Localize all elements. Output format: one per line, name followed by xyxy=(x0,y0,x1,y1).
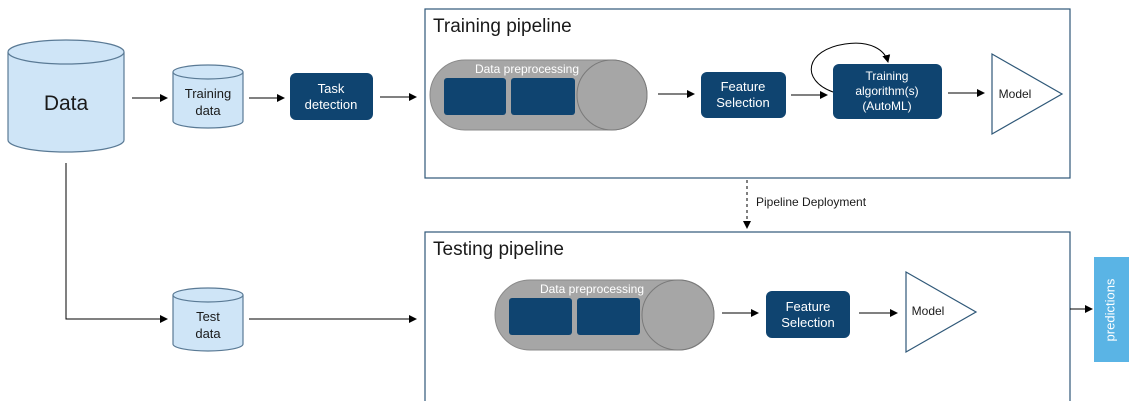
training-preprocessing-step-2 xyxy=(511,78,575,115)
training-preprocessing-capsule: Data preprocessing xyxy=(429,59,648,131)
training-data-label-line2: data xyxy=(195,103,221,118)
testing-feature-selection-line1: Feature xyxy=(786,299,831,314)
test-data-cylinder: Test data xyxy=(172,287,244,352)
predictions-box: predictions xyxy=(1094,257,1129,362)
testing-preprocessing-step-2 xyxy=(577,298,640,335)
task-detection-box: Task detection xyxy=(290,73,373,120)
training-model-label: Model xyxy=(999,87,1032,101)
training-feature-selection-line1: Feature xyxy=(721,79,766,94)
testing-preprocessing-step-1 xyxy=(509,298,572,335)
training-algorithm-line1: Training xyxy=(866,69,909,83)
test-data-label-line1: Test xyxy=(196,309,220,324)
training-pipeline-title: Training pipeline xyxy=(433,16,572,37)
test-data-label-line2: data xyxy=(195,326,221,341)
testing-preprocessing-capsule: Data preprocessing xyxy=(494,279,715,351)
training-data-cylinder: Training data xyxy=(172,64,244,129)
training-model-triangle: Model xyxy=(991,52,1064,136)
testing-feature-selection-box: Feature Selection xyxy=(766,291,850,338)
predictions-label: predictions xyxy=(1102,278,1117,341)
task-detection-line2: detection xyxy=(305,97,358,112)
testing-model-label: Model xyxy=(912,304,945,318)
training-algorithm-line2: algorithm(s) xyxy=(855,84,918,98)
training-feature-selection-line2: Selection xyxy=(716,95,769,110)
training-algorithm-line3: (AutoML) xyxy=(862,99,911,113)
training-loop-arrow xyxy=(810,42,891,93)
testing-pipeline-title: Testing pipeline xyxy=(433,239,564,260)
training-data-label-line1: Training xyxy=(185,86,231,101)
data-store-cylinder: Data xyxy=(7,39,125,153)
training-preprocessing-step-1 xyxy=(444,78,506,115)
training-algorithm-box: Training algorithm(s) (AutoML) xyxy=(833,64,942,119)
arrow-data-to-test-data xyxy=(65,163,168,323)
testing-model-triangle: Model xyxy=(905,270,978,354)
pipeline-deployment-label: Pipeline Deployment xyxy=(756,195,867,209)
training-feature-selection-box: Feature Selection xyxy=(701,72,786,118)
task-detection-line1: Task xyxy=(318,81,345,96)
testing-preprocessing-label: Data preprocessing xyxy=(540,282,644,296)
data-store-label: Data xyxy=(44,92,89,115)
testing-feature-selection-line2: Selection xyxy=(781,315,834,330)
training-preprocessing-label: Data preprocessing xyxy=(475,62,579,76)
